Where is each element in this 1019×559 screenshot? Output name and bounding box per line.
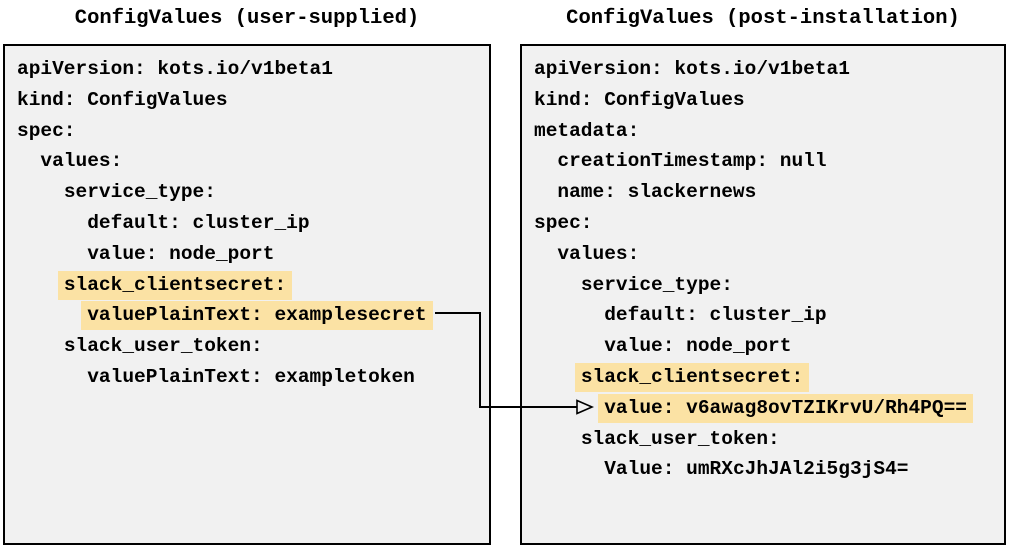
config-panel-post-installation: apiVersion: kots.io/v1beta1 kind: ConfigV… xyxy=(520,44,1006,545)
code-line: spec: xyxy=(17,116,477,147)
code-text: valuePlainText: exampletoken xyxy=(87,365,415,388)
code-text: value: node_port xyxy=(87,242,275,265)
code-line: kind: ConfigValues xyxy=(17,85,477,116)
code-text: Value: umRXcJhJAl2i5g3jS4= xyxy=(604,458,909,481)
yaml-code-block-user-supplied: apiVersion: kots.io/v1beta1 kind: ConfigV… xyxy=(17,54,477,393)
code-indent xyxy=(534,243,557,265)
highlighted-code-text: value: v6awag8ovTZIKrvU/Rh4PQ== xyxy=(598,393,973,423)
code-text: values: xyxy=(40,150,123,173)
code-text: name: slackernews xyxy=(557,181,757,204)
code-text: metadata: xyxy=(534,119,640,142)
code-text: spec: xyxy=(17,119,76,142)
code-line: default: cluster_ip xyxy=(534,300,992,331)
code-line: valuePlainText: examplesecret xyxy=(17,300,477,331)
code-indent xyxy=(17,274,64,296)
code-line: slack_clientsecret: xyxy=(534,362,992,393)
code-indent xyxy=(534,366,581,388)
yaml-code-block-post-installation: apiVersion: kots.io/v1beta1 kind: ConfigV… xyxy=(534,54,992,485)
code-indent xyxy=(17,304,87,326)
code-text: service_type: xyxy=(580,273,733,296)
highlighted-code-text: valuePlainText: examplesecret xyxy=(81,301,433,331)
code-line: creationTimestamp: null xyxy=(534,146,992,177)
code-line: value: node_port xyxy=(17,239,477,270)
code-line: apiVersion: kots.io/v1beta1 xyxy=(534,54,992,85)
code-line: values: xyxy=(17,146,477,177)
code-line: service_type: xyxy=(534,270,992,301)
code-indent xyxy=(534,304,604,326)
code-text: spec: xyxy=(534,211,593,234)
code-text: service_type: xyxy=(63,181,216,204)
code-line: default: cluster_ip xyxy=(17,208,477,239)
code-line: name: slackernews xyxy=(534,177,992,208)
code-indent xyxy=(17,366,87,388)
code-text: slack_user_token: xyxy=(580,427,780,450)
code-indent xyxy=(17,335,64,357)
code-indent xyxy=(17,212,87,234)
code-line: apiVersion: kots.io/v1beta1 xyxy=(17,54,477,85)
code-text: default: cluster_ip xyxy=(604,304,827,327)
code-text: slack_user_token: xyxy=(63,335,263,358)
code-text: value: node_port xyxy=(604,335,792,358)
code-indent xyxy=(534,397,604,419)
code-line: slack_user_token: xyxy=(17,331,477,362)
highlighted-code-text: slack_clientsecret: xyxy=(574,362,810,392)
code-text: apiVersion: kots.io/v1beta1 xyxy=(17,58,333,80)
code-indent xyxy=(534,335,604,357)
code-indent xyxy=(534,428,581,450)
code-indent xyxy=(17,181,64,203)
code-line: value: v6awag8ovTZIKrvU/Rh4PQ== xyxy=(534,393,992,424)
code-text: values: xyxy=(557,242,640,265)
code-line: Value: umRXcJhJAl2i5g3jS4= xyxy=(534,454,992,485)
code-line: values: xyxy=(534,239,992,270)
code-line: valuePlainText: exampletoken xyxy=(17,362,477,393)
highlighted-code-text: slack_clientsecret: xyxy=(57,270,293,300)
code-line: kind: ConfigValues xyxy=(534,85,992,116)
code-text: creationTimestamp: null xyxy=(557,150,827,173)
code-indent xyxy=(534,181,557,203)
code-line: metadata: xyxy=(534,116,992,147)
code-indent xyxy=(534,274,581,296)
code-line: service_type: xyxy=(17,177,477,208)
code-line: slack_user_token: xyxy=(534,424,992,455)
code-text: kind: ConfigValues xyxy=(534,88,745,111)
code-indent xyxy=(534,150,557,172)
code-text: kind: ConfigValues xyxy=(17,88,228,111)
code-text: apiVersion: kots.io/v1beta1 xyxy=(534,58,850,80)
code-line: value: node_port xyxy=(534,331,992,362)
config-panel-user-supplied: apiVersion: kots.io/v1beta1 kind: ConfigV… xyxy=(3,44,491,545)
code-line: slack_clientsecret: xyxy=(17,270,477,301)
code-indent xyxy=(534,458,604,480)
panel-title-user-supplied: ConfigValues (user-supplied) xyxy=(74,7,420,30)
code-indent xyxy=(17,150,40,172)
code-line: spec: xyxy=(534,208,992,239)
code-text: default: cluster_ip xyxy=(87,211,310,234)
panel-title-post-installation: ConfigValues (post-installation) xyxy=(566,7,960,30)
code-indent xyxy=(17,243,87,265)
